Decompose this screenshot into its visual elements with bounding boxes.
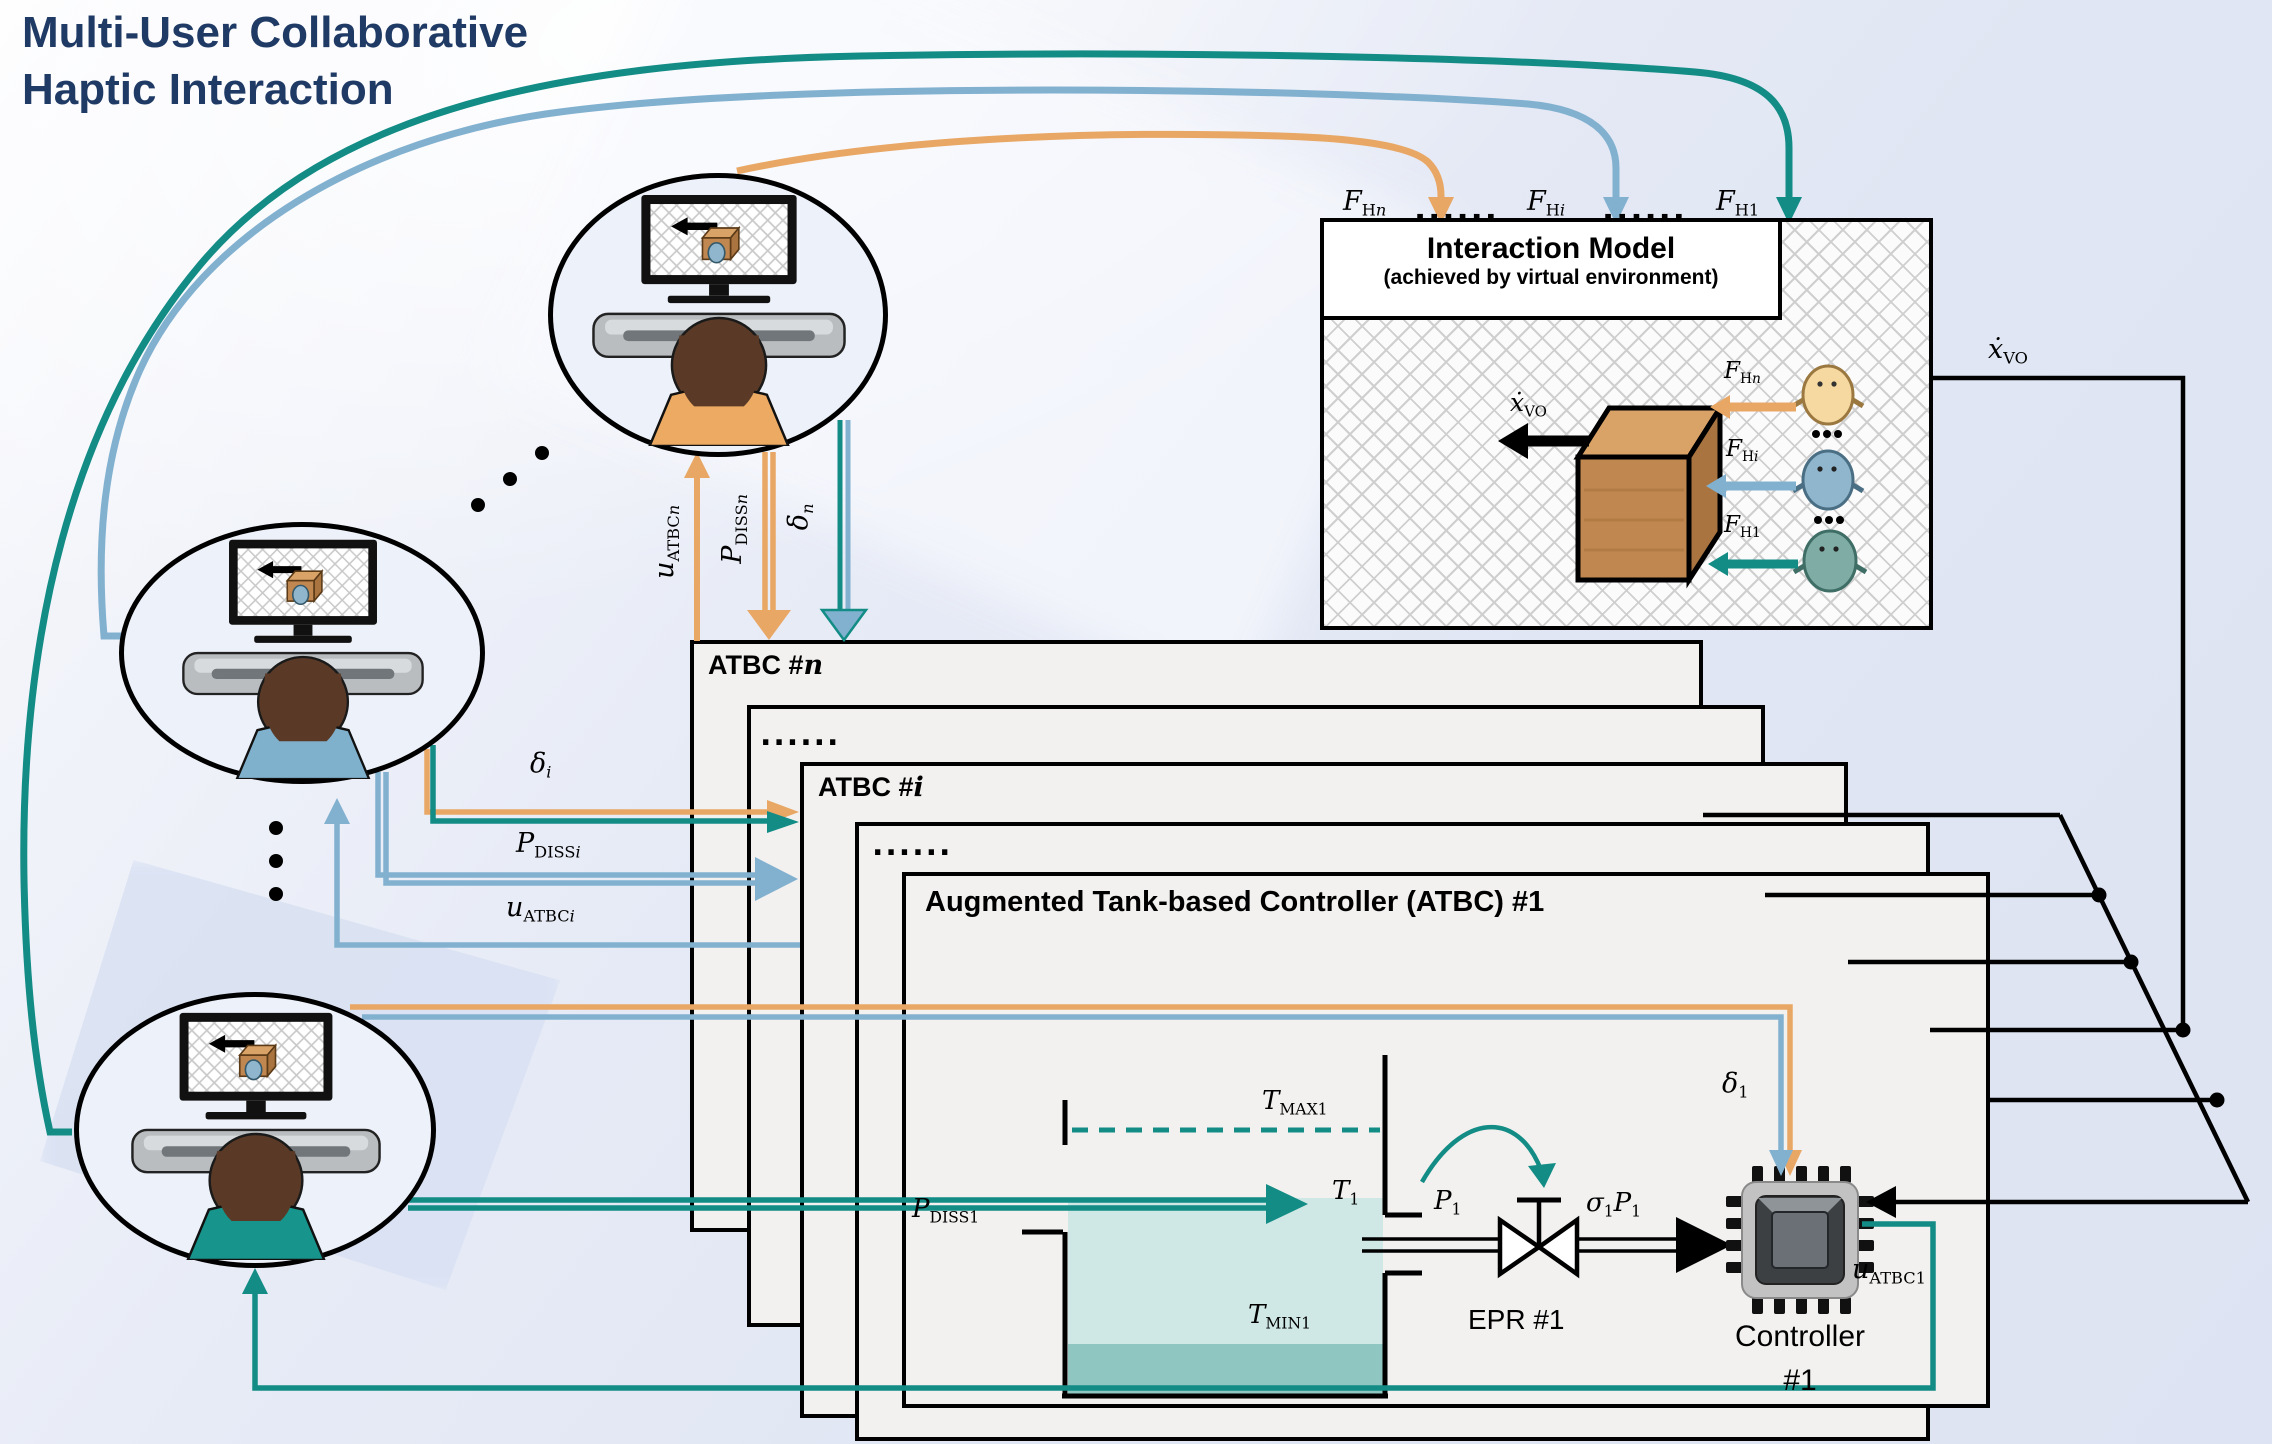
pdiss1-line [408,1197,1268,1211]
t1-label: T1 [1332,1176,1360,1209]
fh1-curve [20,50,1793,1136]
deltai-orange-line [424,749,768,815]
atbc-1-label: Augmented Tank-based Controller (ATBC) #… [925,886,1545,918]
interaction-model-title: Interaction Model [1426,232,1676,265]
delta1-blue-line [362,1014,1784,1158]
between-user-dots [269,446,549,901]
fh1-arrowhead [1776,197,1802,224]
tmax1-label: TMAX1 [1262,1086,1328,1119]
controller-label: Controller [1734,1320,1866,1353]
pdissi-line [375,772,756,886]
atbc-dots-1: ...... [760,718,841,753]
pipe-lines [1362,1237,1688,1253]
creature-orange-icon [1791,364,1865,426]
deltan-label: δn [783,503,817,531]
fhi-top-label: FHi [1527,186,1566,220]
tank-walls [1022,1055,1422,1399]
pdissi-label: PDISSi [516,828,581,862]
uatbci-line [334,814,800,948]
uatbcn-label: uATBCn [649,504,683,579]
pdiss1-label: PDISS1 [912,1194,980,1227]
bus-junction-dots [2091,887,2225,1108]
xvo-out-label: ẋVO [1988,334,2028,368]
fh-dots-1: ...... [1414,190,1499,228]
epr-label: EPR #1 [1468,1304,1565,1335]
atbc-dots-2: ...... [872,828,953,863]
epr-valve-icon [1497,1197,1580,1279]
interaction-model-title-box: Interaction Model (achieved by virtual e… [1320,218,1782,320]
uatbci-label: uATBCi [506,892,575,926]
fh-dots-2: ...... [1602,190,1687,228]
uatbc1-label: uATBC1 [1852,1254,1926,1288]
creature-blue-icon [1791,449,1865,511]
fhi-scene-label: FHi [1726,436,1759,465]
xvo-in-label: ẋVO [1510,388,1547,421]
atbc-n-label: ATBC #n [708,650,824,681]
delta1-orange-line [350,1004,1793,1158]
xvo-feedback-bus [1703,375,2251,1205]
xvo-to-controller-arrowhead [1866,1186,1896,1218]
creature-dots [1812,430,1844,524]
controller-number-label: #1 [1783,1364,1817,1397]
user-i-station [158,535,448,779]
deltai-teal-line [430,745,768,824]
delta1-label: δ1 [1722,1068,1749,1102]
fhn-arrowhead [1428,197,1454,224]
figure-title-line2: Haptic Interaction [22,65,394,114]
tmin1-label: TMIN1 [1248,1300,1312,1333]
fh1-scene-label: FH1 [1724,512,1761,541]
figure-title: Multi-User Collaborative Haptic Interact… [22,4,528,118]
uatbc1-line [252,1221,1936,1391]
fhi-arrowhead [1603,197,1629,224]
fhn-scene-label: FHn [1724,358,1761,387]
pdissn-line [762,452,776,612]
creature-teal-icon [1792,529,1868,593]
interaction-model-subtitle: (achieved by virtual environment) [1383,266,1719,289]
fhn-top-label: FHn [1343,186,1387,220]
fhn-curve [736,130,1445,200]
user-1-station [108,1008,404,1260]
sigma-p1-label: σ1P1 [1586,1188,1642,1221]
fh1-top-label: FH1 [1716,186,1760,220]
pipe-arrowhead [1676,1217,1732,1273]
t1-to-valve-curve [1420,1124,1544,1184]
pdissn-label: PDISSn [717,493,751,564]
atbc-i-label: ATBC #i [818,772,924,803]
p1-label: P1 [1434,1186,1462,1219]
deltai-label: δi [530,748,552,782]
controller-chip-icon [1726,1166,1874,1314]
t1-to-valve-arrowhead [1528,1163,1556,1188]
virtual-cube-icon [1573,399,1725,589]
fhi-curve [97,86,1620,640]
user-n-station [570,190,868,446]
figure-title-line1: Multi-User Collaborative [22,8,529,57]
